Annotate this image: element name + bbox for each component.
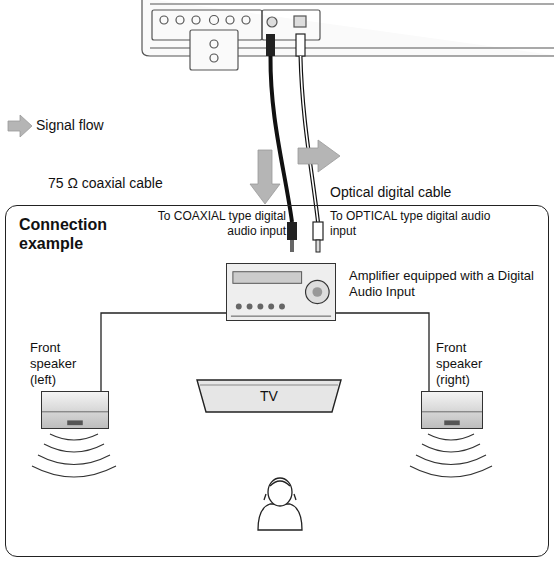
amp-drawing (227, 264, 335, 320)
player-rear-panel (142, 0, 554, 70)
listener (258, 478, 302, 530)
region-heading: Connection example (6, 206, 139, 253)
speaker-wire (336, 313, 429, 391)
input-label: To OPTICAL type digital audio input (330, 209, 508, 238)
tv: TV (196, 379, 342, 413)
spk-drawing (422, 392, 482, 428)
legend-arrow (8, 115, 32, 137)
legend-text: Signal flow (36, 117, 104, 133)
speaker-label: Front speaker (right) (436, 340, 502, 388)
spk-drawing (42, 392, 108, 428)
cable-label: 75 Ω coaxial cable (48, 175, 218, 192)
front-speaker: Front speaker (left) (41, 391, 109, 429)
signal-arrows (250, 140, 340, 204)
tv-label: TV (196, 388, 342, 404)
speaker-label: Front speaker (left) (30, 340, 90, 388)
speaker-wire (101, 313, 226, 391)
amplifier: Amplifier equipped with a Digital Audio … (226, 263, 336, 321)
input-label: To COAXIAL type digital audio input (140, 209, 286, 238)
front-speaker: Front speaker (right) (421, 391, 483, 429)
connection-example-region: Connection exampleAmplifier equipped wit… (5, 205, 549, 557)
cable-label: Optical digital cable (330, 184, 530, 201)
sound-waves (32, 434, 492, 477)
amplifier-label: Amplifier equipped with a Digital Audio … (349, 268, 539, 300)
